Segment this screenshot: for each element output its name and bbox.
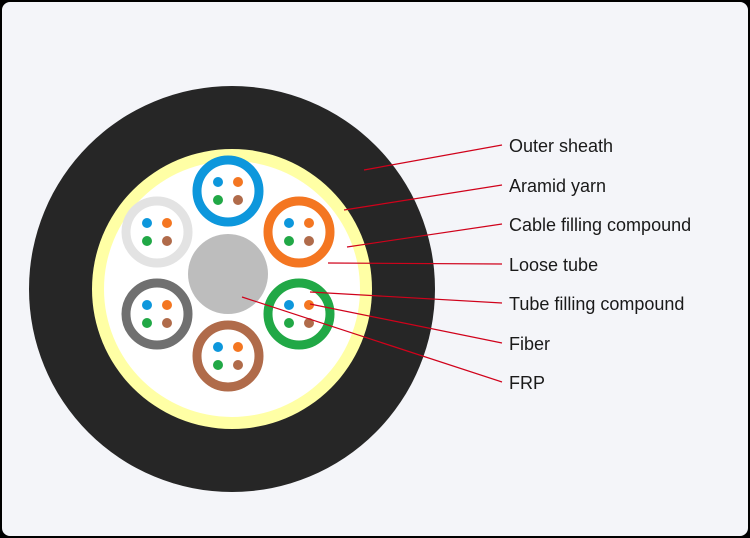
leader-line: [343, 184, 503, 211]
fiber-dot: [162, 218, 172, 228]
fiber-dot: [213, 195, 223, 205]
fiber-dot: [284, 300, 294, 310]
tube-white: [121, 196, 193, 268]
leader-line: [309, 291, 503, 304]
tube-brown: [192, 320, 264, 392]
loose-tube-ring: [263, 196, 335, 268]
label-frp: FRP: [509, 373, 545, 393]
fiber-dot: [162, 318, 172, 328]
leader-line: [327, 262, 503, 265]
fiber-dot: [142, 218, 152, 228]
loose-tube-ring: [121, 278, 193, 350]
tube-orange: [263, 196, 335, 268]
fiber-dot: [233, 195, 243, 205]
fiber-dot: [233, 177, 243, 187]
label-loose-tube: Loose tube: [509, 255, 598, 275]
loose-tube-ring: [263, 278, 335, 350]
fiber-dot: [233, 342, 243, 352]
fiber-dot: [162, 236, 172, 246]
label-outer-sheath: Outer sheath: [509, 136, 613, 156]
fiber-dot: [142, 300, 152, 310]
loose-tube-ring: [192, 320, 264, 392]
label-aramid-yarn: Aramid yarn: [509, 176, 606, 196]
tube-green: [263, 278, 335, 350]
loose-tube-ring: [192, 155, 264, 227]
fiber-dot: [304, 300, 314, 310]
fiber-dot: [284, 218, 294, 228]
fiber-dot: [304, 318, 314, 328]
fiber-dot: [304, 236, 314, 246]
fiber-dot: [142, 318, 152, 328]
label-cable-filling-compound: Cable filling compound: [509, 215, 691, 235]
frp-central-member: [188, 234, 268, 314]
loose-tube-ring: [121, 196, 193, 268]
fiber-dot: [284, 318, 294, 328]
fiber-dot: [162, 300, 172, 310]
tube-grey: [121, 278, 193, 350]
leader-lines: [241, 144, 503, 383]
leader-line: [346, 223, 503, 248]
leader-line: [363, 144, 503, 171]
leader-line: [241, 296, 503, 383]
fiber-dot: [213, 360, 223, 370]
loose-tubes: [121, 155, 335, 392]
tube-blue: [192, 155, 264, 227]
fiber-dot: [213, 177, 223, 187]
fiber-dot: [304, 218, 314, 228]
label-tube-filling-compound: Tube filling compound: [509, 294, 684, 314]
fiber-dot: [213, 342, 223, 352]
fiber-dot: [233, 360, 243, 370]
fiber-dot: [142, 236, 152, 246]
leader-line: [309, 303, 503, 344]
fiber-dot: [284, 236, 294, 246]
label-fiber: Fiber: [509, 334, 550, 354]
